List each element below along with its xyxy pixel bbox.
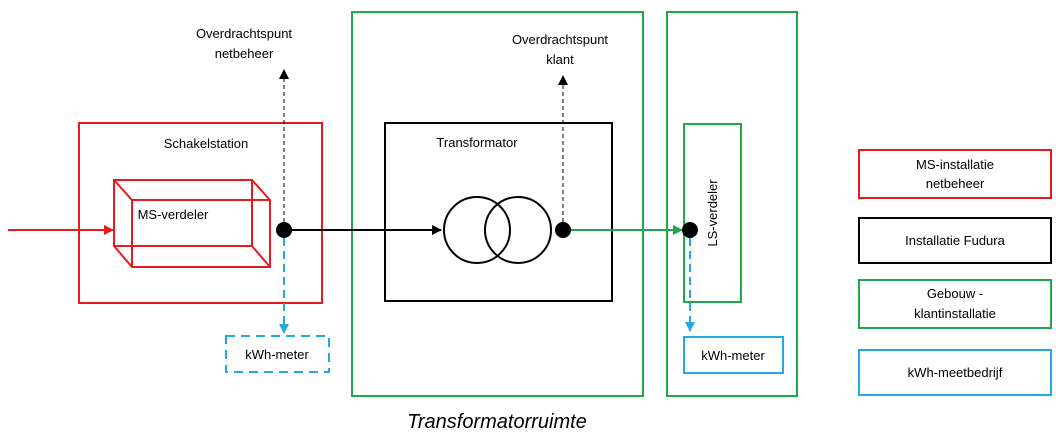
transfer-point-client-label-2: klant [546, 52, 574, 67]
connection-point-grid [276, 222, 292, 238]
legend-label-client-1: Gebouw - [927, 286, 983, 301]
connection-point-client [555, 222, 571, 238]
ms-distributor-label: MS-verdeler [138, 207, 209, 222]
legend-box-ms-grid [858, 149, 1052, 199]
kwh-meter-left-label: kWh-meter [245, 347, 309, 362]
transformer-room-box [351, 11, 644, 397]
kwh-meter-left-box [225, 335, 330, 373]
kwh-meter-right-box [683, 336, 784, 374]
transformer-room-label: Transformatorruimte [407, 411, 587, 433]
legend-label-client-2: klantinstallatie [914, 306, 996, 321]
legend-box-client [858, 279, 1052, 329]
transfer-point-grid-label-2: netbeheer [215, 46, 274, 61]
ls-distributor-box [683, 123, 742, 303]
kwh-meter-right-label: kWh-meter [701, 348, 765, 363]
ms-distributor-box [113, 179, 271, 268]
ls-distributor-label: LS-verdeler [705, 179, 720, 247]
switching-station-label: Schakelstation [164, 136, 249, 151]
transfer-point-client-label-1: Overdrachtspunt [512, 32, 608, 47]
legend: MS-installatie netbeheer Installatie Fud… [858, 149, 1052, 396]
legend-label-ms-grid-1: MS-installatie [916, 157, 994, 172]
legend-label-ms-grid-2: netbeheer [926, 176, 985, 191]
legend-label-fudura: Installatie Fudura [905, 233, 1005, 248]
transformer-coil-right [484, 196, 552, 264]
legend-label-metering: kWh-meetbedrijf [908, 365, 1003, 380]
connection-point-ls [682, 222, 698, 238]
legend-box-metering [858, 349, 1052, 396]
transformer-label: Transformator [436, 135, 518, 150]
client-building-box [666, 11, 798, 397]
transformer-box [384, 122, 613, 302]
switching-station-box [78, 122, 323, 304]
legend-box-fudura [858, 217, 1052, 264]
transfer-point-grid-label-1: Overdrachtspunt [196, 26, 292, 41]
transformer-coil-left [443, 196, 511, 264]
